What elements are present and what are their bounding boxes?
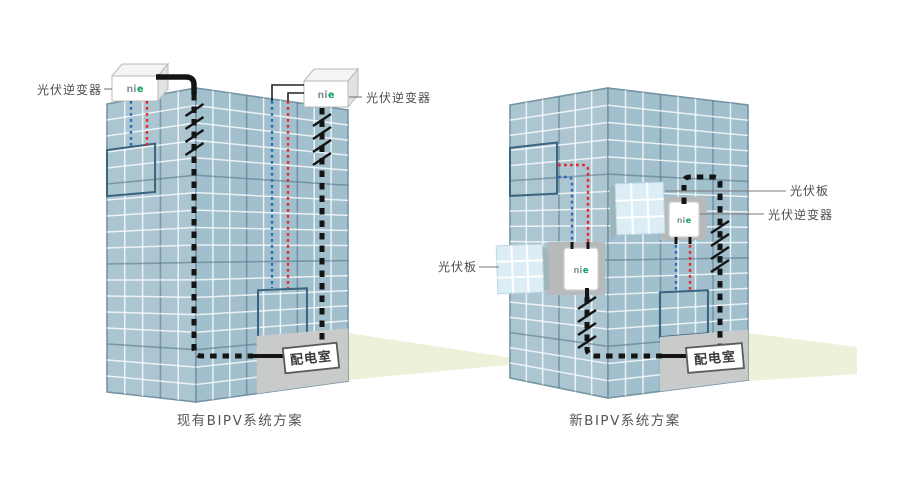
nie-logo-green: e [583,266,589,276]
distribution-room-label: 配电室 [693,349,736,369]
cable-tick [184,142,205,156]
pointer-lines [104,88,786,268]
nie-logo-gray: ni [318,90,328,101]
roof-inverter-right: nie [302,67,360,109]
caption-existing-scheme: 现有BIPV系统方案 [176,413,304,429]
nie-logo-gray: ni [573,266,582,276]
nie-logo: nie [677,216,692,225]
nie-logo: nie [318,90,335,101]
cable-tick [184,116,205,130]
building-existing: nie nie [110,62,360,359]
cable-tick [577,296,597,310]
cable-tick [312,126,332,140]
pv-panel-left [495,243,550,295]
label-pv-panel-right: 光伏板 [790,184,830,198]
label-pv-inverter-left: 光伏逆变器 [36,83,102,97]
bipv-array-outline [106,142,157,198]
cable-tick [710,233,730,247]
cable-tick [577,335,597,349]
cable-tick [577,309,597,323]
nie-logo: nie [127,84,144,95]
label-pv-panel-left: 光伏板 [437,260,477,274]
dc-wire-elbow-2 [287,92,304,101]
pv-panel-side [542,246,550,293]
nie-logo-gray: ni [677,216,686,225]
cable-tick [312,113,332,127]
ground-shadow-left-building [348,333,540,380]
pv-panel-side [609,183,617,240]
cable-tick-marks [184,103,730,349]
ac-cable-dashed-1 [584,297,662,359]
inverter-box-front [111,75,159,102]
cable-tick [312,139,332,153]
distribution-room-left: 配电室 [281,341,341,375]
distribution-room-box [281,341,341,375]
cable-tick [184,103,205,117]
distribution-room-label: 配电室 [289,348,332,368]
bipv-array-outline [509,141,559,197]
wall-inverter-1 [563,247,599,291]
dc-string-blue-hook [558,175,574,243]
dc-wire-elbow-1 [271,84,304,101]
ac-cable-dashed-2 [681,174,723,347]
nie-logo-gray: ni [127,84,137,95]
nie-logo-green: e [686,216,692,225]
label-pv-inverter-new: 光伏逆变器 [768,208,834,222]
ground-shadow-layer [348,333,857,381]
ac-cable-main-dashed [191,94,253,359]
pv-panel-right [609,181,666,240]
pv-panel-face [614,181,666,236]
label-pv-inverter-right: 光伏逆变器 [366,91,432,105]
facade-existing-left [106,87,197,403]
distribution-room-right: 配电室 [685,342,745,374]
cable-tick [710,220,730,234]
ground-shadow-right-building [748,333,857,381]
distribution-room-box [685,342,745,374]
cable-tick [710,259,730,273]
caption-new-scheme: 新BIPV系统方案 [569,413,681,429]
inverter-box-front [303,80,349,108]
cable-tick [577,322,597,336]
pv-panel-grid [615,182,665,235]
roof-inverter-left: nie [110,62,170,103]
dc-string-red-hook [558,163,590,243]
nie-logo: nie [573,266,588,276]
ac-cable-elbow [156,74,197,94]
nie-logo-green: e [328,90,334,101]
pv-panel-face [495,243,545,295]
building-new: nie nie [495,163,723,359]
cable-tick [710,246,730,260]
pv-panel-grid [496,244,544,294]
cable-tick [312,152,332,166]
nie-logo-green: e [137,84,143,95]
cable-tick [184,129,205,143]
